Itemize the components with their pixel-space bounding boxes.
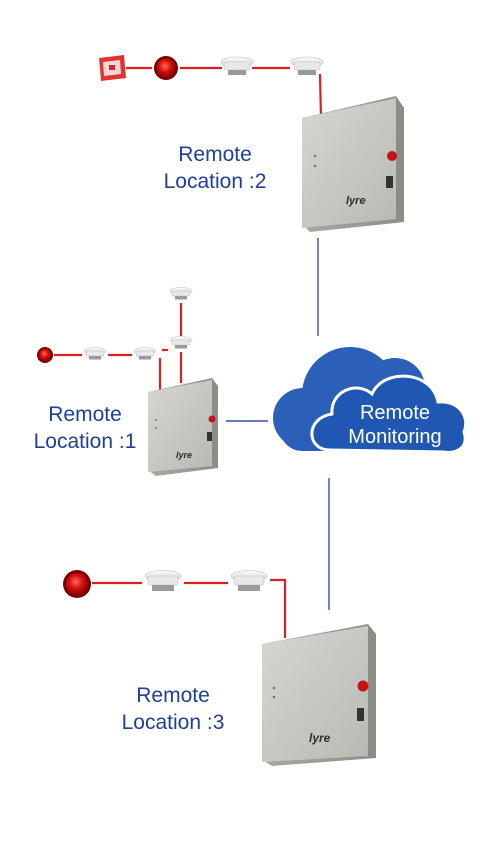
siren-icon [37,347,53,363]
siren-icon [154,56,178,80]
svg-text:lyre: lyre [176,450,192,460]
location-3-line2: Location :3 [121,711,225,734]
fire-alarm-panel-icon: lyre [302,96,404,232]
location-3-line1: Remote [136,684,210,707]
smoke-detector-icon [169,287,193,300]
smoke-detector-icon [220,56,254,75]
location-2-label: Remote Location :2 [150,141,280,195]
smoke-detector-icon [144,570,182,591]
fire-alarm-panel-icon: lyre [148,378,218,476]
cloud-icon [273,347,468,454]
cloud-label-line1: Remote [359,402,431,424]
siren-icon [63,570,91,598]
location-3-label: Remote Location :3 [108,682,238,736]
location-2-line2: Location :2 [163,170,267,193]
smoke-detector-icon [230,570,268,591]
smoke-detector-icon [133,347,157,360]
smoke-detector-icon [290,56,324,75]
smoke-detector-icon [169,336,193,349]
svg-text:lyre: lyre [346,195,366,207]
network-links [226,238,330,610]
location-1-label: Remote Location :1 [20,401,150,455]
cloud-label-line2: Monitoring [348,426,442,448]
location-1-line1: Remote [48,403,122,426]
location-2-line1: Remote [178,143,252,166]
smoke-detector-icon [83,347,107,360]
svg-text:lyre: lyre [309,731,331,745]
location-1-line2: Location :1 [33,430,137,453]
manual-call-point-icon [99,55,126,81]
alarm-wiring [54,66,323,638]
fire-alarm-panel-icon: lyre [262,624,376,766]
cloud-label: Remote Monitoring [330,401,460,449]
